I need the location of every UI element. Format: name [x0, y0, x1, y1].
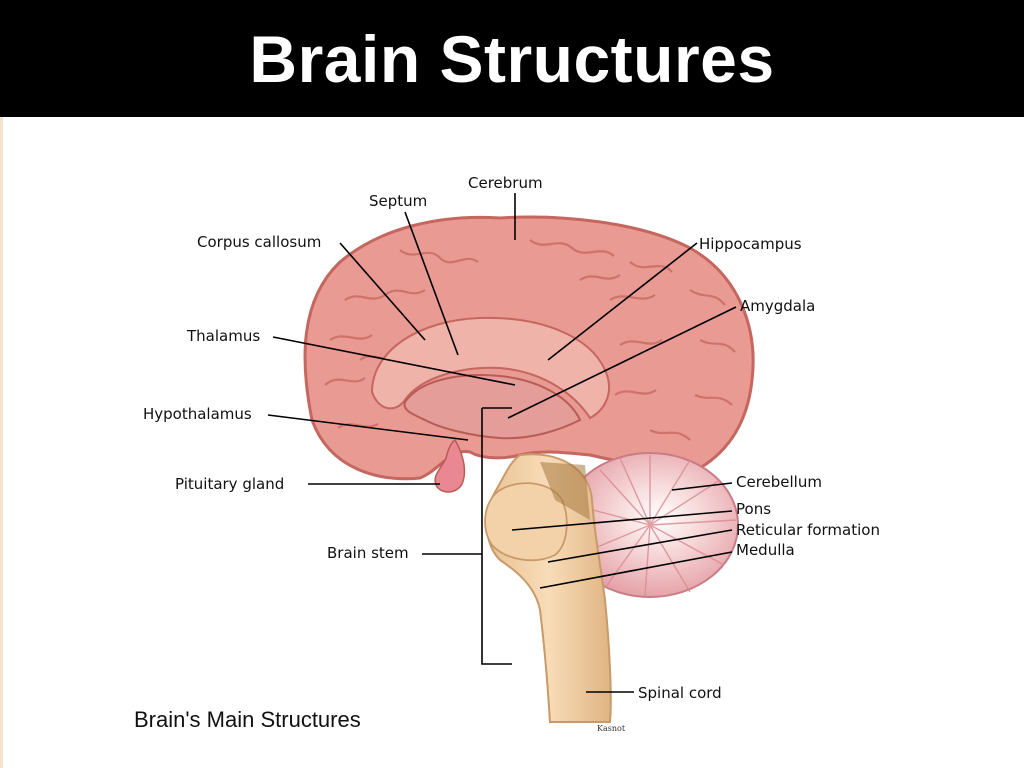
leader-hypothalamus: [267, 414, 469, 441]
leader-thalamus: [272, 336, 516, 386]
label-brain-stem: Brain stem: [327, 544, 409, 562]
label-cerebrum: Cerebrum: [468, 174, 543, 192]
pituitary-shape: [434, 438, 466, 493]
leader-pons: [511, 510, 733, 531]
leader-brain-stem: [422, 407, 512, 665]
figure-caption: Brain's Main Structures: [134, 707, 361, 732]
label-reticular-formation: Reticular formation: [736, 521, 880, 539]
panel-edge: [0, 117, 3, 768]
leader-amygdala: [507, 306, 737, 419]
label-spinal-cord: Spinal cord: [638, 684, 722, 702]
label-septum: Septum: [369, 192, 427, 210]
leader-cerebellum: [671, 482, 733, 491]
label-medulla: Medulla: [736, 541, 795, 559]
artist-credit: Kasnot: [597, 724, 626, 733]
leader-corpus-callosum: [339, 242, 426, 341]
label-pons: Pons: [736, 500, 771, 518]
pons-shape: [484, 482, 568, 562]
page-title: Brain Structures: [249, 21, 775, 96]
leader-medulla: [539, 551, 733, 589]
label-corpus-callosum: Corpus callosum: [197, 233, 321, 251]
leader-hippocampus: [547, 242, 698, 361]
thalamus-shape: [403, 374, 582, 440]
reticular-shape: [540, 462, 590, 520]
label-thalamus: Thalamus: [186, 327, 260, 345]
leader-septum: [404, 211, 459, 356]
label-pituitary-gland: Pituitary gland: [175, 475, 284, 493]
label-cerebellum: Cerebellum: [736, 473, 822, 491]
leader-lines: [267, 193, 737, 693]
corpus-callosum-shape: [370, 316, 610, 420]
label-hippocampus: Hippocampus: [699, 235, 802, 253]
label-amygdala: Amygdala: [740, 297, 815, 315]
leader-reticular: [547, 529, 733, 563]
label-hypothalamus: Hypothalamus: [143, 405, 252, 423]
title-bar: Brain Structures: [0, 0, 1024, 117]
